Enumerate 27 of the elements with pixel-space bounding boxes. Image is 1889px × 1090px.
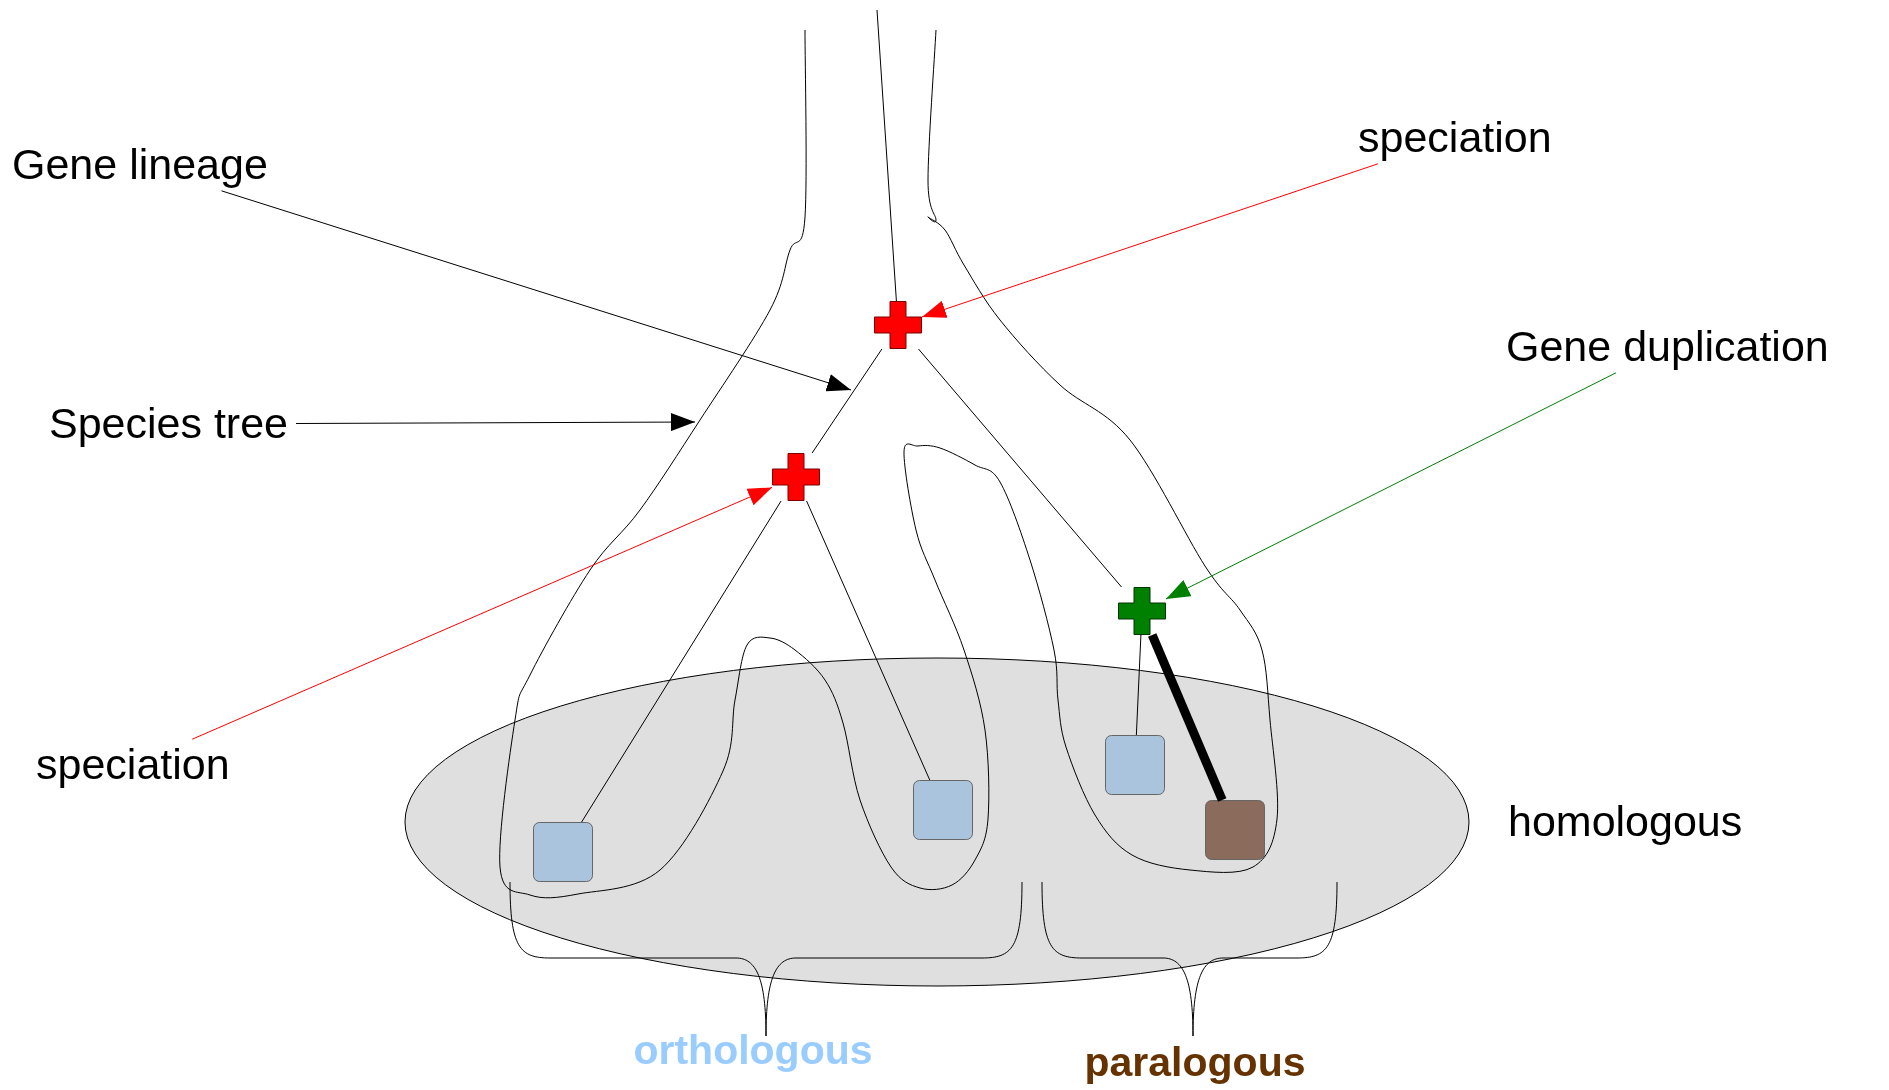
gene-lineage-line — [581, 500, 782, 823]
ellipse-heading: homologous — [1507, 796, 1744, 848]
arrow — [1165, 372, 1617, 600]
callout-text: speciation — [1350, 112, 1560, 164]
thick-lineage-line — [1148, 633, 1227, 802]
group-label: orthologous — [633, 1026, 873, 1074]
gene-box — [1105, 735, 1165, 795]
gene-lineage-line — [811, 348, 883, 454]
gene-lineage-line — [1135, 634, 1142, 736]
arrow — [191, 486, 773, 740]
arrow — [220, 190, 852, 392]
gene-box — [533, 822, 593, 882]
cross-marker — [772, 453, 820, 501]
cross-marker — [874, 301, 922, 349]
callout-text: Gene duplication — [1498, 321, 1837, 373]
callout-text: speciation — [28, 739, 238, 791]
group-label: paralogous — [1084, 1038, 1306, 1086]
gene-box — [913, 780, 973, 840]
arrow — [295, 413, 696, 432]
gene-box — [1205, 800, 1265, 860]
cross-marker — [1118, 587, 1166, 635]
callout-text: Gene lineage — [4, 139, 276, 191]
callout-text: Species tree — [41, 398, 297, 450]
gene-lineage-line — [876, 9, 897, 302]
gene-lineage-line — [806, 500, 931, 781]
gene-lineage-line — [918, 348, 1122, 588]
arrow — [921, 163, 1379, 318]
